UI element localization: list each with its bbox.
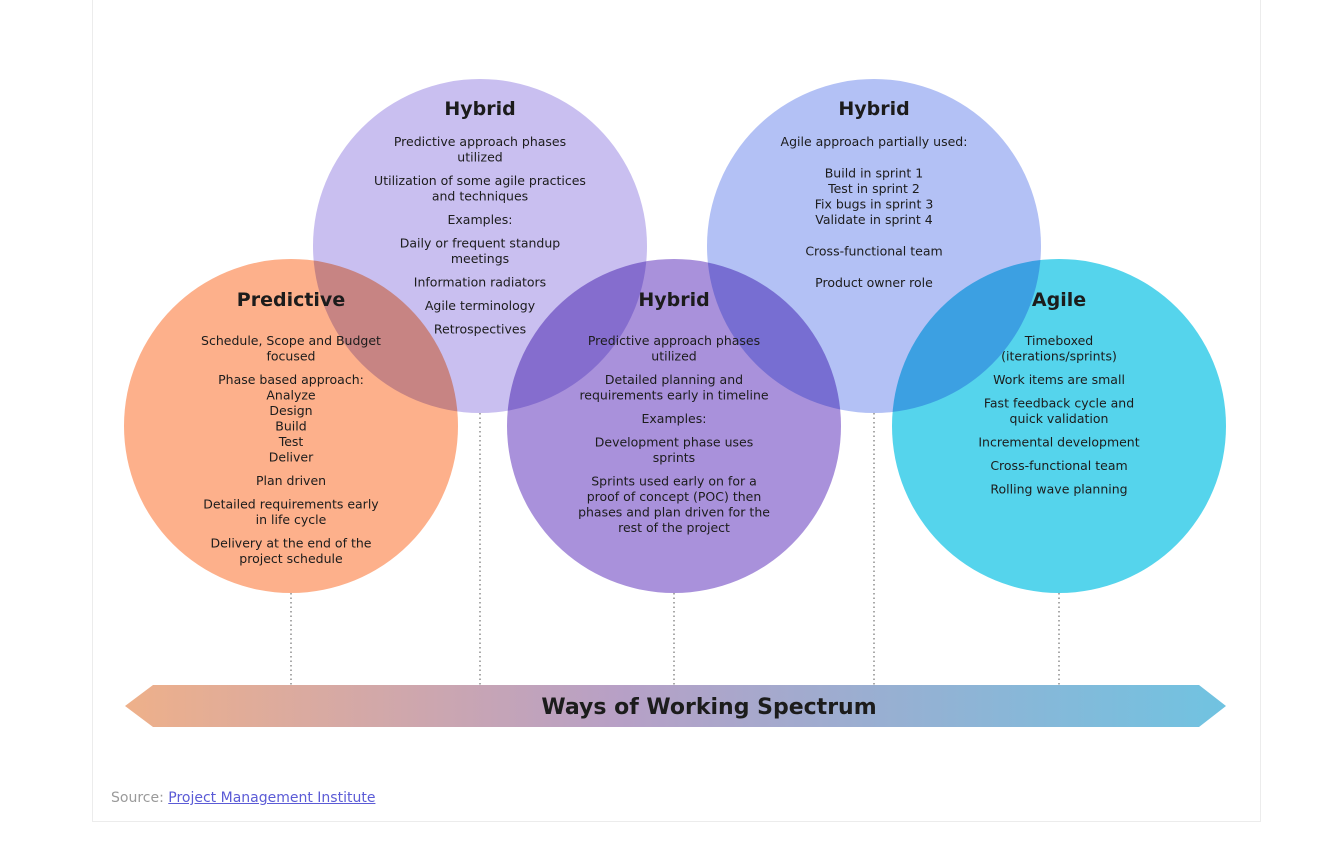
circle-line-hybrid-center: proof of concept (POC) then [587, 489, 762, 504]
circle-line-predictive: Phase based approach: [218, 372, 364, 387]
circle-line-predictive: Test [278, 434, 304, 449]
circle-line-hybrid-center: utilized [651, 349, 696, 364]
circle-line-hybrid-center: phases and plan driven for the [578, 505, 770, 520]
circle-line-hybrid-center: Sprints used early on for a [591, 474, 757, 489]
circle-line-hybrid-left: and techniques [432, 189, 528, 204]
circle-line-hybrid-left: Retrospectives [434, 322, 526, 337]
circle-line-predictive: Design [269, 403, 312, 418]
source-line: Source: Project Management Institute [111, 790, 375, 806]
circle-line-agile: Incremental development [978, 435, 1139, 450]
circle-line-hybrid-center: Detailed planning and [605, 372, 743, 387]
source-prefix: Source: [111, 790, 164, 806]
circle-line-hybrid-left: Examples: [448, 212, 513, 227]
circle-line-predictive: project schedule [239, 551, 343, 566]
circle-title-agile: Agile [1032, 289, 1086, 311]
circle-line-hybrid-center: requirements early in timeline [579, 388, 768, 403]
circle-line-predictive: Deliver [269, 450, 314, 465]
circle-line-hybrid-right: Cross-functional team [805, 244, 942, 259]
circle-line-hybrid-left: Information radiators [414, 275, 546, 290]
spectrum-label: Ways of Working Spectrum [541, 695, 876, 720]
circle-title-predictive: Predictive [237, 289, 345, 311]
circle-line-hybrid-left: Agile terminology [425, 298, 536, 313]
circle-line-hybrid-right: Test in sprint 2 [827, 181, 920, 196]
circle-line-agile: Cross-functional team [990, 458, 1127, 473]
source-link[interactable]: Project Management Institute [168, 790, 376, 806]
circle-line-hybrid-center: Examples: [642, 411, 707, 426]
circle-line-hybrid-left: meetings [451, 251, 509, 266]
circle-line-predictive: focused [267, 349, 316, 364]
circle-line-predictive: Build [275, 419, 306, 434]
circle-predictive [124, 259, 458, 593]
circle-line-hybrid-center: Development phase uses [595, 435, 753, 450]
circle-line-agile: (iterations/sprints) [1001, 349, 1117, 364]
circle-line-hybrid-center: sprints [653, 450, 695, 465]
circle-title-hybrid-center: Hybrid [638, 289, 709, 311]
circle-title-hybrid-right: Hybrid [838, 98, 909, 120]
circle-line-agile: Rolling wave planning [990, 482, 1127, 497]
circle-line-hybrid-center: Predictive approach phases [588, 333, 760, 348]
circle-line-hybrid-right: Build in sprint 1 [825, 166, 924, 181]
circle-line-predictive: in life cycle [256, 512, 327, 527]
spectrum-arrow [125, 685, 1226, 727]
circle-line-hybrid-left: utilized [457, 150, 502, 165]
circle-line-predictive: Schedule, Scope and Budget [201, 333, 381, 348]
circle-line-hybrid-right: Validate in sprint 4 [815, 212, 933, 227]
circle-line-agile: Work items are small [993, 372, 1125, 387]
circle-line-predictive: Analyze [266, 388, 316, 403]
spectrum-banner: Ways of Working Spectrum [125, 685, 1226, 727]
circle-line-hybrid-right: Product owner role [815, 275, 933, 290]
circle-title-hybrid-left: Hybrid [444, 98, 515, 120]
circle-line-predictive: Detailed requirements early [203, 497, 379, 512]
circle-line-agile: quick validation [1010, 411, 1109, 426]
circles-layer [124, 79, 1226, 593]
circle-hybrid-center [507, 259, 841, 593]
circle-line-hybrid-right: Agile approach partially used: [781, 134, 968, 149]
circle-line-hybrid-left: Predictive approach phases [394, 134, 566, 149]
circle-line-agile: Timeboxed [1024, 333, 1093, 348]
circle-line-hybrid-center: rest of the project [618, 520, 730, 535]
circle-agile [892, 259, 1226, 593]
connector-lines [290, 413, 1060, 685]
circle-line-agile: Fast feedback cycle and [984, 396, 1134, 411]
circle-line-predictive: Delivery at the end of the [211, 536, 372, 551]
circle-line-hybrid-left: Daily or frequent standup [400, 236, 561, 251]
circle-line-predictive: Plan driven [256, 473, 326, 488]
circle-line-hybrid-left: Utilization of some agile practices [374, 173, 586, 188]
circle-line-hybrid-right: Fix bugs in sprint 3 [815, 197, 934, 212]
